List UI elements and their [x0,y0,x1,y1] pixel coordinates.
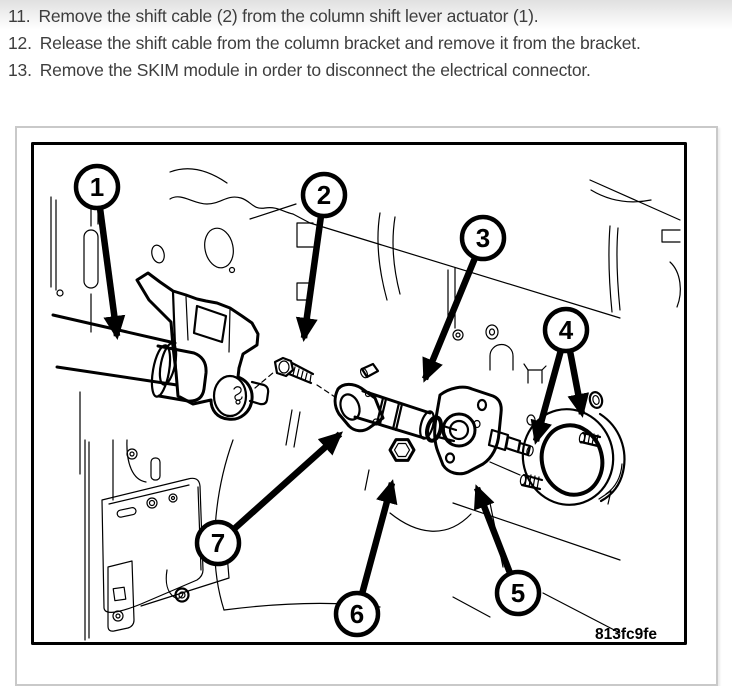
step-number: 12. [8,33,32,53]
step-text: Remove the SKIM module in order to disco… [39,60,591,80]
pinch-bolt-nut [388,438,416,462]
leader-arrow-7 [231,431,343,532]
leader-arrow-1 [96,207,126,340]
step-number: 11. [8,6,31,26]
figure-code: 813fc9fe [595,626,657,643]
instruction-step: 11. Remove the shift cable (2) from the c… [8,3,641,30]
leader-arrow-6 [358,479,398,595]
step-text: Release the shift cable from the column … [39,33,641,53]
callout-1-number: 1 [90,172,104,202]
callout-6-number: 6 [350,599,364,629]
leader-arrow-3 [421,256,479,383]
callout-4-number: 4 [559,315,574,345]
callout-6: 6 [333,590,381,638]
leader-arrow-4b [566,350,590,418]
page-top-shade [0,0,732,30]
shift-cable-bolt [254,356,380,400]
steering-column-tube [51,313,208,403]
figure-inner-border [31,142,687,645]
dash-seal-ring [519,363,626,506]
callout-3-number: 3 [476,223,490,253]
steering-column-diagram: 1 2 3 4 5 6 7 813fc9fe [31,142,687,645]
callout-1: 1 [73,163,121,211]
step-text: Remove the shift cable (2) from the colu… [38,6,539,26]
callout-7-number: 7 [211,528,225,558]
callout-4: 4 [542,306,590,354]
callout-5: 5 [494,569,542,617]
callout-2-number: 2 [317,180,331,210]
instruction-list: 11. Remove the shift cable (2) from the c… [8,3,641,84]
instruction-step: 12. Release the shift cable from the colu… [8,30,641,57]
callout-5-number: 5 [511,578,525,608]
lower-bracket-plate [101,477,230,632]
column-lower-flange [433,385,534,476]
shift-lever-actuator [135,271,270,421]
step-number: 13. [8,60,32,80]
callout-3: 3 [459,214,507,262]
callout-leaders [96,207,590,595]
callout-7: 7 [194,519,242,567]
leader-arrow-4a [530,349,565,445]
callout-2: 2 [300,171,348,219]
callouts: 1 2 3 4 5 6 7 [73,163,590,638]
leader-arrow-5 [473,484,514,575]
instruction-step: 13. Remove the SKIM module in order to di… [8,57,641,84]
leader-arrow-2 [295,215,325,342]
